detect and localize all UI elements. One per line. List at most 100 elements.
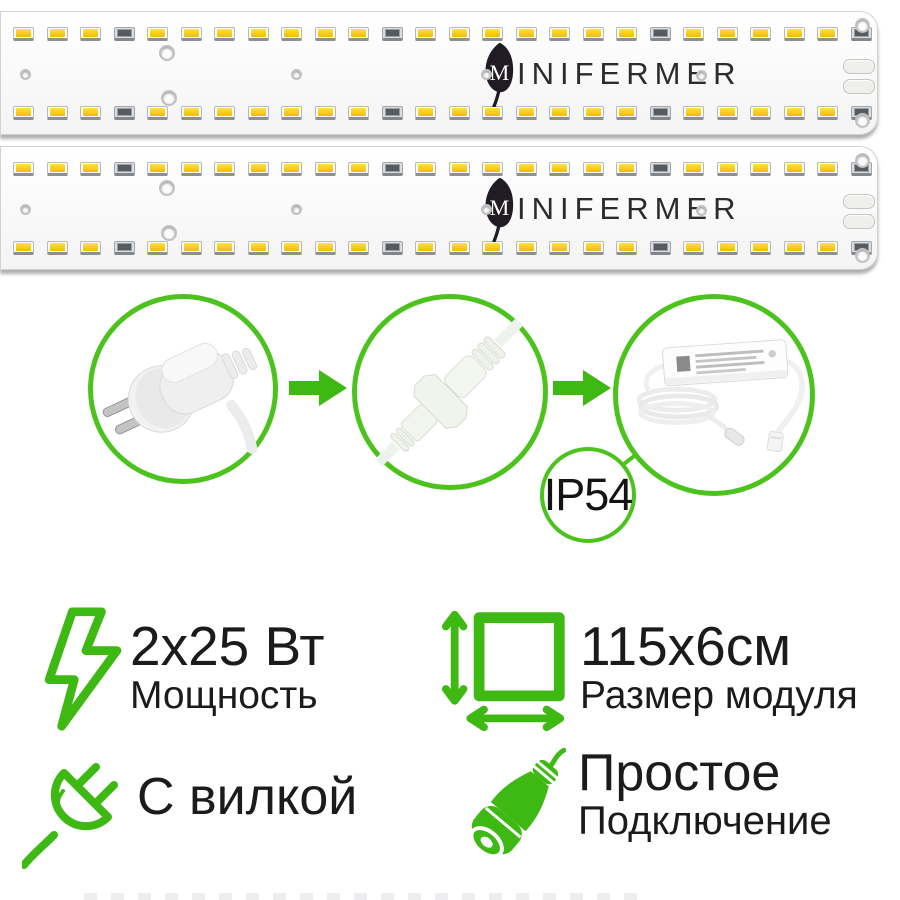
led-warm-white — [448, 241, 470, 255]
led-chip — [351, 108, 366, 116]
led-chip — [786, 29, 802, 37]
led-chip — [451, 243, 467, 251]
led-warm-white — [515, 106, 537, 120]
led-dark — [649, 162, 671, 176]
led-warm-white — [549, 27, 570, 41]
led-chip — [518, 164, 534, 172]
led-chip — [619, 108, 634, 116]
led-chip — [317, 243, 333, 251]
led-warm-white — [482, 27, 503, 41]
led-chip — [753, 29, 768, 37]
led-warm-white — [13, 162, 34, 176]
led-warm-white — [80, 106, 101, 120]
mounting-hole — [19, 203, 31, 215]
led-chip — [116, 243, 132, 251]
led-chip — [183, 29, 199, 37]
led-board-top: M INIFERMER — [0, 11, 878, 135]
led-chip — [652, 108, 668, 116]
led-warm-white — [482, 106, 503, 120]
led-chip — [552, 164, 567, 172]
led-chip — [451, 108, 467, 116]
led-chip — [351, 243, 366, 251]
led-chip — [485, 29, 500, 37]
led-driver-photo-circle — [613, 294, 815, 496]
led-warm-white — [448, 27, 470, 41]
led-warm-white — [46, 162, 68, 176]
led-warm-white — [46, 106, 68, 120]
led-chip — [719, 243, 735, 251]
led-warm-white — [549, 241, 570, 255]
led-warm-white — [314, 27, 336, 41]
led-warm-white — [515, 241, 537, 255]
led-chip — [351, 164, 366, 172]
power-label: Мощность — [130, 674, 318, 717]
led-warm-white — [247, 162, 269, 176]
led-chip — [686, 29, 701, 37]
led-warm-white — [281, 162, 302, 176]
led-chip — [183, 108, 199, 116]
led-chip — [384, 108, 400, 116]
led-warm-white — [750, 162, 771, 176]
led-chip — [853, 108, 869, 116]
led-warm-white — [214, 241, 235, 255]
led-chip — [250, 164, 266, 172]
led-warm-white — [750, 27, 771, 41]
led-chip — [485, 108, 500, 116]
led-chip — [518, 108, 534, 116]
led-chip — [820, 29, 835, 37]
led-warm-white — [549, 106, 570, 120]
mounting-hole — [161, 225, 177, 241]
led-chip — [217, 29, 232, 37]
led-dark — [113, 162, 135, 176]
led-chip — [116, 164, 132, 172]
led-warm-white — [582, 27, 604, 41]
led-warm-white — [147, 27, 168, 41]
led-warm-white — [683, 106, 704, 120]
led-chip — [217, 108, 232, 116]
led-chip — [853, 29, 869, 37]
led-warm-white — [13, 27, 34, 41]
led-warm-white — [80, 162, 101, 176]
led-chip — [719, 108, 735, 116]
led-chip — [585, 29, 601, 37]
brand-wordmark: INIFERMER — [517, 56, 742, 91]
led-warm-white — [214, 106, 235, 120]
led-chip — [518, 29, 534, 37]
led-warm-white — [817, 162, 838, 176]
led-warm-white — [147, 241, 168, 255]
led-warm-white — [683, 162, 704, 176]
power-plug-photo — [102, 342, 258, 454]
led-chip — [786, 108, 802, 116]
led-chip — [384, 29, 400, 37]
size-label: Размер модуля — [580, 674, 858, 717]
led-warm-white — [448, 162, 470, 176]
led-warm-white — [616, 106, 637, 120]
led-chip — [150, 164, 165, 172]
led-chip — [317, 108, 333, 116]
led-chip — [619, 243, 634, 251]
cropped-watermark — [84, 893, 644, 900]
led-warm-white — [482, 162, 503, 176]
mounting-hole — [695, 69, 707, 81]
led-chip — [384, 164, 400, 172]
led-chip — [686, 164, 701, 172]
led-warm-white — [448, 106, 470, 120]
power-plug-photo-circle — [88, 294, 278, 484]
led-warm-white — [817, 106, 838, 120]
led-warm-white — [716, 162, 738, 176]
led-dark — [649, 106, 671, 120]
brand-wordmark: INIFERMER — [517, 191, 742, 226]
led-chip — [619, 164, 634, 172]
led-chip — [418, 29, 433, 37]
size-value: 115x6см — [580, 615, 792, 677]
led-warm-white — [348, 162, 369, 176]
led-warm-white — [683, 27, 704, 41]
led-warm-white — [13, 106, 34, 120]
led-warm-white — [582, 241, 604, 255]
led-chip — [518, 243, 534, 251]
mounting-hole — [695, 204, 707, 216]
led-chip — [451, 29, 467, 37]
connection-label: Подключение — [578, 799, 832, 843]
led-warm-white — [147, 162, 168, 176]
led-warm-white — [415, 106, 436, 120]
